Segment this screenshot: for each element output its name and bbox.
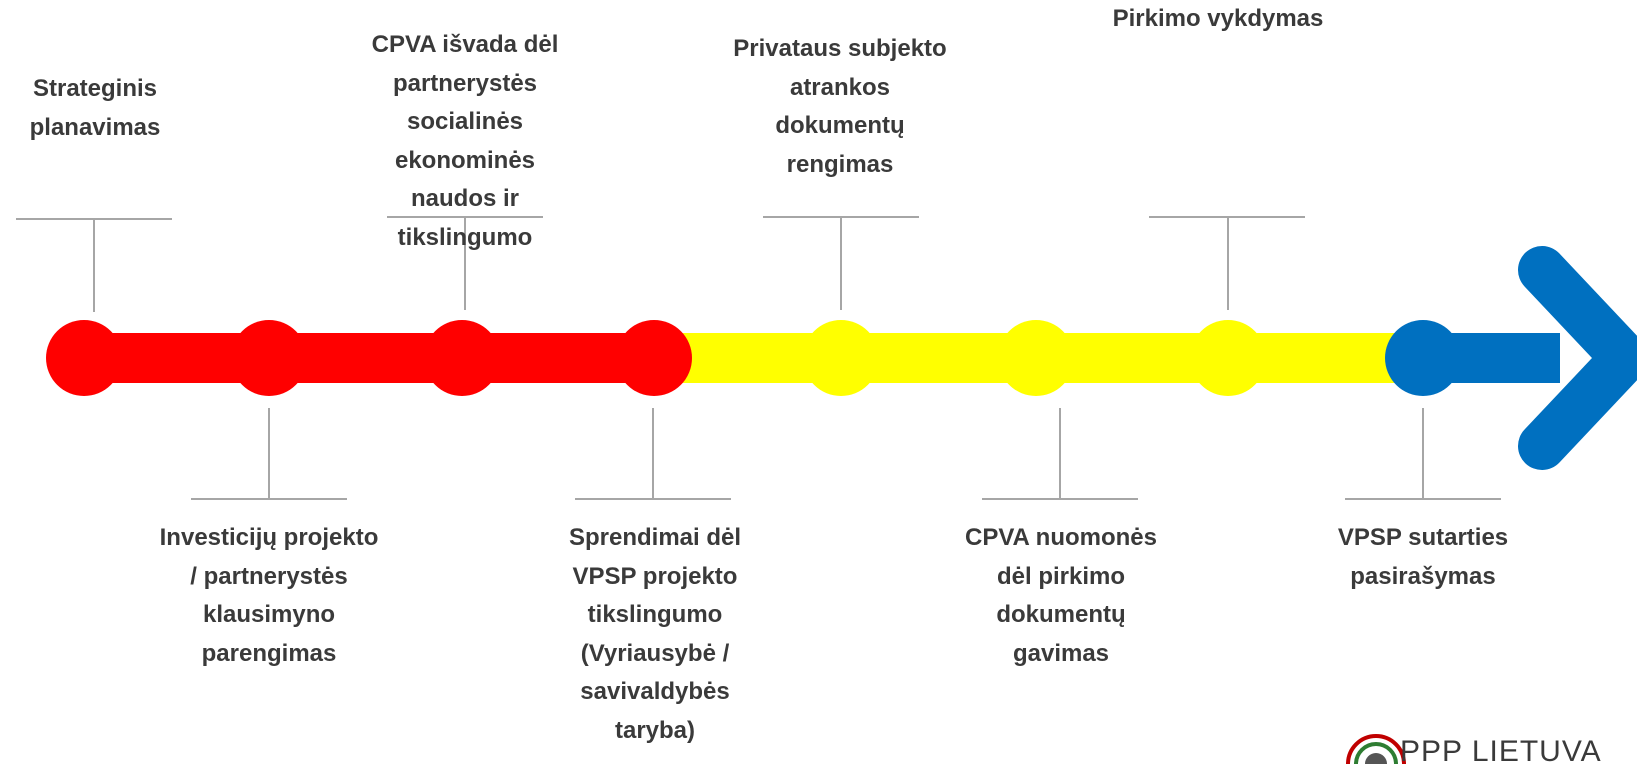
milestone-markers — [46, 320, 1461, 396]
timeline-phase-red — [84, 333, 654, 383]
milestone-label-investiciju: Investicijų projekto / partnerystės klau… — [159, 524, 379, 667]
ppp-lietuva-logo-icon — [1346, 734, 1406, 764]
milestone-label-cpva-nuomones: CPVA nuomonės dėl pirkimo dokumentų gavi… — [964, 524, 1157, 667]
logo-text: PPP LIETUVA — [1400, 735, 1602, 768]
milestone-label-pirkimo: Pirkimo vykdymas — [1112, 5, 1324, 32]
timeline-arrowhead — [1518, 246, 1637, 470]
milestone-dot-8 — [1385, 320, 1461, 396]
milestone-dot-1 — [46, 320, 122, 396]
milestone-dot-4 — [616, 320, 692, 396]
milestone-label-sprendimai: Sprendimai dėl VPSP projekto tikslingumo… — [568, 524, 742, 744]
milestone-label-cpva-isvada: CPVA išvada dėl partnerystės socialinės … — [371, 31, 559, 251]
connectors — [16, 216, 1501, 500]
milestone-dot-2 — [231, 320, 307, 396]
milestone-dot-3 — [424, 320, 500, 396]
milestone-dot-6 — [998, 320, 1074, 396]
milestone-label-vpsp: VPSP sutarties pasirašymas — [1337, 524, 1509, 590]
milestone-label-strateginis: Strateginis planavimas — [29, 75, 161, 141]
milestone-label-privataus: Privataus subjekto atrankos dokumentų re… — [733, 35, 947, 178]
milestone-dot-5 — [803, 320, 879, 396]
milestone-dot-7 — [1190, 320, 1266, 396]
